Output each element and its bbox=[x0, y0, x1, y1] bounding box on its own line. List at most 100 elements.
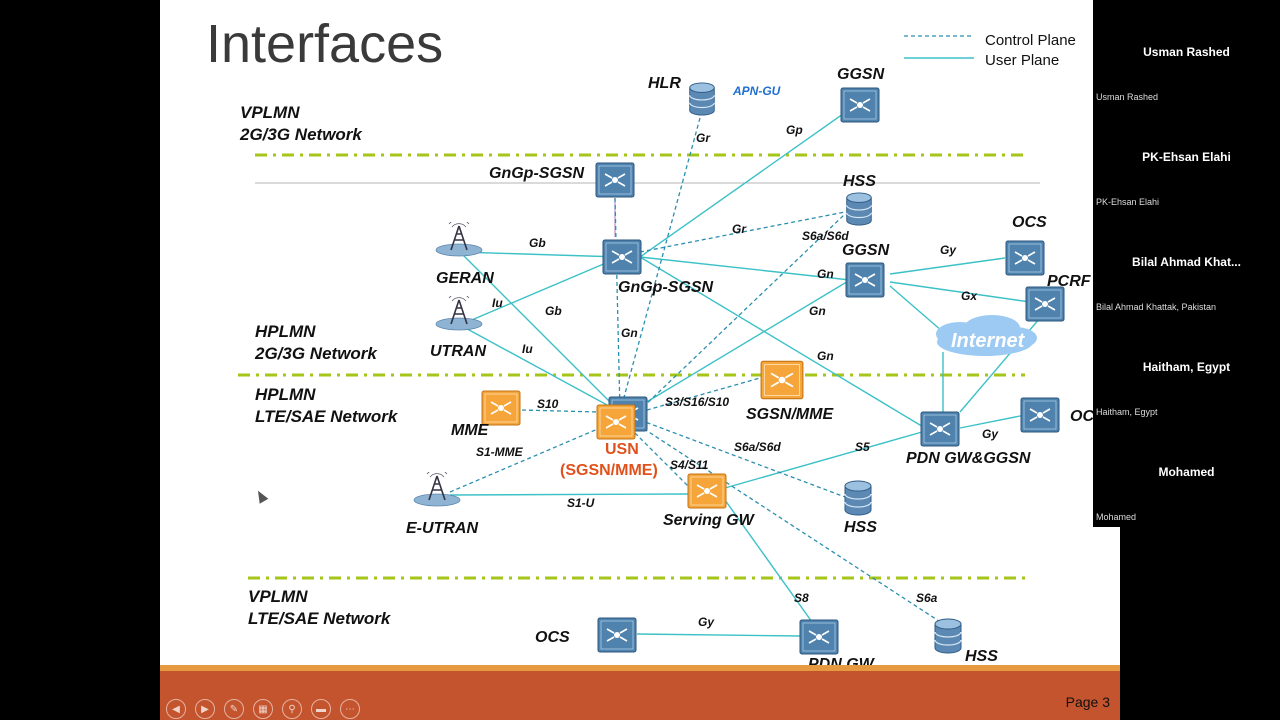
router-icon bbox=[845, 262, 885, 298]
participant-caption: Haitham, Egypt bbox=[1096, 407, 1158, 417]
participant-tile[interactable]: Mohamed Mohamed bbox=[1093, 420, 1280, 525]
interface-label: S10 bbox=[537, 397, 559, 411]
link-sgsn-pdn bbox=[639, 256, 926, 429]
slide-footer: ◀ ▶ ✎ ▦ ⚲ ▬ ⋯ Page 3 bbox=[160, 665, 1120, 720]
interface-label: Gy bbox=[940, 243, 957, 257]
router-icon bbox=[840, 87, 880, 123]
participants-panel: Usman Rashed Usman Rashed PK-Ehsan Elahi… bbox=[1093, 0, 1280, 527]
interface-label: Gy bbox=[698, 615, 715, 629]
presentation-slide: Interfaces Control Plane User Plane VPLM… bbox=[160, 0, 1120, 720]
zone-label: LTE/SAE Network bbox=[248, 609, 392, 628]
link-geran-sgsn bbox=[459, 251, 621, 258]
participant-tile[interactable]: PK-Ehsan Elahi PK-Ehsan Elahi bbox=[1093, 105, 1280, 210]
subtitle-icon[interactable]: ▬ bbox=[311, 699, 331, 719]
interface-label: S6a bbox=[916, 591, 938, 605]
zone-label: VPLMN bbox=[248, 587, 308, 606]
interface-label: Gn bbox=[809, 304, 826, 318]
node-label-usn-sub: (SGSN/MME) bbox=[560, 462, 658, 479]
node-label-sgsn-mme: SGSN/MME bbox=[746, 406, 834, 423]
node-label-utran: UTRAN bbox=[430, 343, 486, 360]
zone-label: VPLMN bbox=[240, 103, 300, 122]
interface-label: Gp bbox=[786, 123, 803, 137]
participant-name: Usman Rashed bbox=[1143, 45, 1230, 59]
database-icon bbox=[689, 82, 715, 116]
router-icon bbox=[799, 619, 839, 655]
node-label-geran: GERAN bbox=[436, 270, 494, 287]
slideshow-controls: ◀ ▶ ✎ ▦ ⚲ ▬ ⋯ bbox=[166, 699, 360, 719]
link-usn-hss-top bbox=[637, 213, 846, 413]
zone-label: 2G/3G Network bbox=[254, 344, 378, 363]
router-icon bbox=[1020, 397, 1060, 433]
pen-icon[interactable]: ✎ bbox=[224, 699, 244, 719]
zone-label: HPLMN bbox=[255, 385, 316, 404]
cloud-icon bbox=[936, 315, 1037, 356]
link-ggsn-pcrf bbox=[889, 281, 1031, 303]
cell-tower-icon bbox=[435, 296, 483, 331]
zone-label: HPLMN bbox=[255, 322, 316, 341]
router-icon bbox=[596, 404, 636, 440]
link-usn-ggsn bbox=[629, 279, 851, 413]
participant-caption: Mohamed bbox=[1096, 512, 1137, 522]
participant-name: PK-Ehsan Elahi bbox=[1142, 150, 1231, 164]
link-sgsn-ggsn-top bbox=[639, 101, 861, 258]
interface-label: Gx bbox=[961, 289, 978, 303]
prev-icon[interactable]: ◀ bbox=[166, 699, 186, 719]
node-label-e-utran: E-UTRAN bbox=[406, 520, 478, 537]
zone-label: 2G/3G Network bbox=[239, 125, 363, 144]
participant-name: Bilal Ahmad Khat... bbox=[1132, 255, 1241, 269]
interface-label: S6a/S6d bbox=[802, 229, 849, 243]
interface-label: Gr bbox=[732, 222, 747, 236]
link-ocs-pdngw bbox=[636, 633, 801, 637]
participant-caption: PK-Ehsan Elahi bbox=[1096, 197, 1160, 207]
database-icon bbox=[846, 192, 872, 226]
legend: Control Plane User Plane bbox=[904, 32, 1076, 69]
cell-tower-icon bbox=[413, 472, 461, 507]
participant-tile[interactable]: Usman Rashed Usman Rashed bbox=[1093, 0, 1280, 105]
participant-tile[interactable]: Bilal Ahmad Khat... Bilal Ahmad Khattak,… bbox=[1093, 210, 1280, 315]
node-label-usn: USN bbox=[605, 441, 639, 458]
link-pdn-oc bbox=[959, 414, 1026, 429]
next-icon[interactable]: ▶ bbox=[195, 699, 215, 719]
zone-label: LTE/SAE Network bbox=[255, 407, 399, 426]
node-label-mme: MME bbox=[451, 422, 490, 439]
more-icon[interactable]: ⋯ bbox=[340, 699, 360, 719]
interface-label: Gn bbox=[817, 349, 834, 363]
node-label-ggsn: GGSN bbox=[842, 242, 890, 259]
zoom-icon[interactable]: ⚲ bbox=[282, 699, 302, 719]
link-sgw-pdngw bbox=[724, 499, 823, 637]
link-utran-sgsn bbox=[459, 256, 621, 326]
participant-caption: Usman Rashed bbox=[1096, 92, 1159, 102]
interface-label: Gr bbox=[696, 131, 711, 145]
interface-label: Iu bbox=[492, 296, 503, 310]
node-label-gngp-sgsn: GnGp-SGSN bbox=[489, 165, 585, 182]
database-icon bbox=[844, 480, 872, 516]
link-eutran-usn bbox=[449, 427, 601, 493]
node-label-pdn-gw-ggsn: PDN GW&GGSN bbox=[906, 450, 1031, 467]
apn-label: APN-GU bbox=[732, 84, 781, 98]
node-label-oc: OC bbox=[1070, 408, 1094, 425]
link-sgsn-ggsn-mid bbox=[639, 256, 851, 281]
cell-tower-icon bbox=[435, 222, 483, 257]
link-usn-hss-bottom bbox=[637, 424, 946, 626]
link-eutran-sgw bbox=[449, 493, 691, 496]
router-icon bbox=[597, 617, 637, 653]
node-label-hlr: HLR bbox=[648, 75, 681, 92]
interface-label: Gb bbox=[529, 236, 546, 250]
slides-icon[interactable]: ▦ bbox=[253, 699, 273, 719]
interface-label: S1-MME bbox=[476, 445, 524, 459]
interface-label: Iu bbox=[522, 342, 533, 356]
node-label-hss: HSS bbox=[843, 173, 876, 190]
node-label-pcrf: PCRF bbox=[1047, 273, 1092, 290]
legend-control-plane: Control Plane bbox=[985, 32, 1076, 49]
participant-tile[interactable]: Haitham, Egypt Haitham, Egypt bbox=[1093, 315, 1280, 420]
link-ggsn-ocs bbox=[889, 257, 1006, 275]
node-label-internet: Internet bbox=[951, 330, 1026, 352]
link-usn-sgw bbox=[629, 427, 691, 489]
link-utran-usn bbox=[459, 324, 621, 413]
interface-label: Gn bbox=[621, 326, 638, 340]
link-usn-hss-mid bbox=[639, 419, 846, 498]
node-label-hss: HSS bbox=[965, 648, 998, 665]
router-icon bbox=[595, 162, 635, 198]
participant-name: Haitham, Egypt bbox=[1142, 360, 1231, 374]
router-icon bbox=[920, 411, 960, 447]
